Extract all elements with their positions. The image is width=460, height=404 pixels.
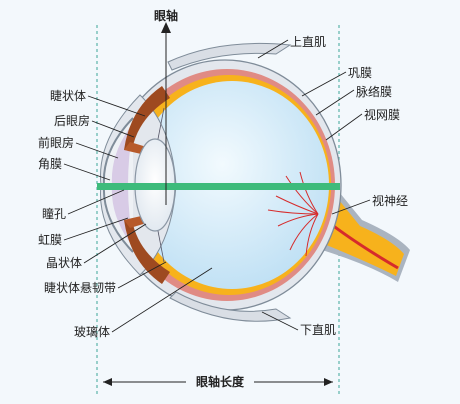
eye-axis-arrowhead — [161, 22, 171, 33]
eye-axis-title: 眼轴 — [154, 8, 178, 23]
axial-arrowhead-left — [103, 378, 112, 386]
leader-ciliary-body — [87, 95, 146, 117]
label-zonule: 睫状体悬韧带 — [44, 281, 116, 295]
leader-posterior-chamber — [91, 120, 135, 138]
leader-zonule — [117, 261, 167, 289]
label-retina: 视网膜 — [364, 107, 400, 122]
leader-cornea — [63, 163, 111, 181]
ciliary-body-lower — [124, 220, 170, 284]
retinal-vessels — [267, 171, 319, 257]
optic-nerve — [324, 184, 404, 276]
label-posterior-chamber: 后眼房 — [54, 113, 90, 128]
axial-arrowhead-right — [324, 378, 333, 386]
leader-lens — [83, 223, 147, 264]
leader-anterior-chamber — [75, 142, 119, 159]
axial-length-label: 眼轴长度 — [196, 374, 245, 389]
leader-pupil — [67, 189, 125, 215]
label-pupil: 瞳孔 — [42, 206, 66, 221]
label-superior-rectus: 上直肌 — [290, 35, 326, 49]
leader-inferior-rectus — [261, 311, 299, 331]
label-lens: 晶状体 — [46, 256, 82, 270]
leader-vitreous — [111, 267, 213, 333]
zonule-lower — [157, 230, 165, 263]
label-anterior-chamber: 前眼房 — [38, 135, 74, 150]
superior-rectus-muscle — [167, 42, 292, 71]
label-iris: 虹膜 — [38, 233, 62, 247]
label-inferior-rectus: 下直肌 — [300, 323, 336, 337]
optical-axis-bar — [97, 183, 340, 190]
leader-retina — [325, 113, 363, 141]
label-ciliary-body: 睫状体 — [50, 89, 86, 103]
leader-choroid — [315, 89, 355, 116]
label-choroid: 脉络膜 — [356, 84, 392, 99]
inferior-rectus-muscle — [169, 291, 292, 322]
label-optic-nerve: 视神经 — [372, 193, 408, 208]
leader-optic-nerve — [331, 199, 371, 215]
ciliary-body-upper — [124, 86, 170, 150]
label-vitreous: 玻璃体 — [74, 325, 110, 339]
leader-sclera — [301, 71, 347, 97]
leader-superior-rectus — [257, 39, 289, 59]
leader-iris — [63, 217, 129, 241]
zonule-upper — [157, 107, 165, 140]
label-sclera: 巩膜 — [348, 66, 372, 80]
label-cornea: 角膜 — [38, 157, 62, 171]
